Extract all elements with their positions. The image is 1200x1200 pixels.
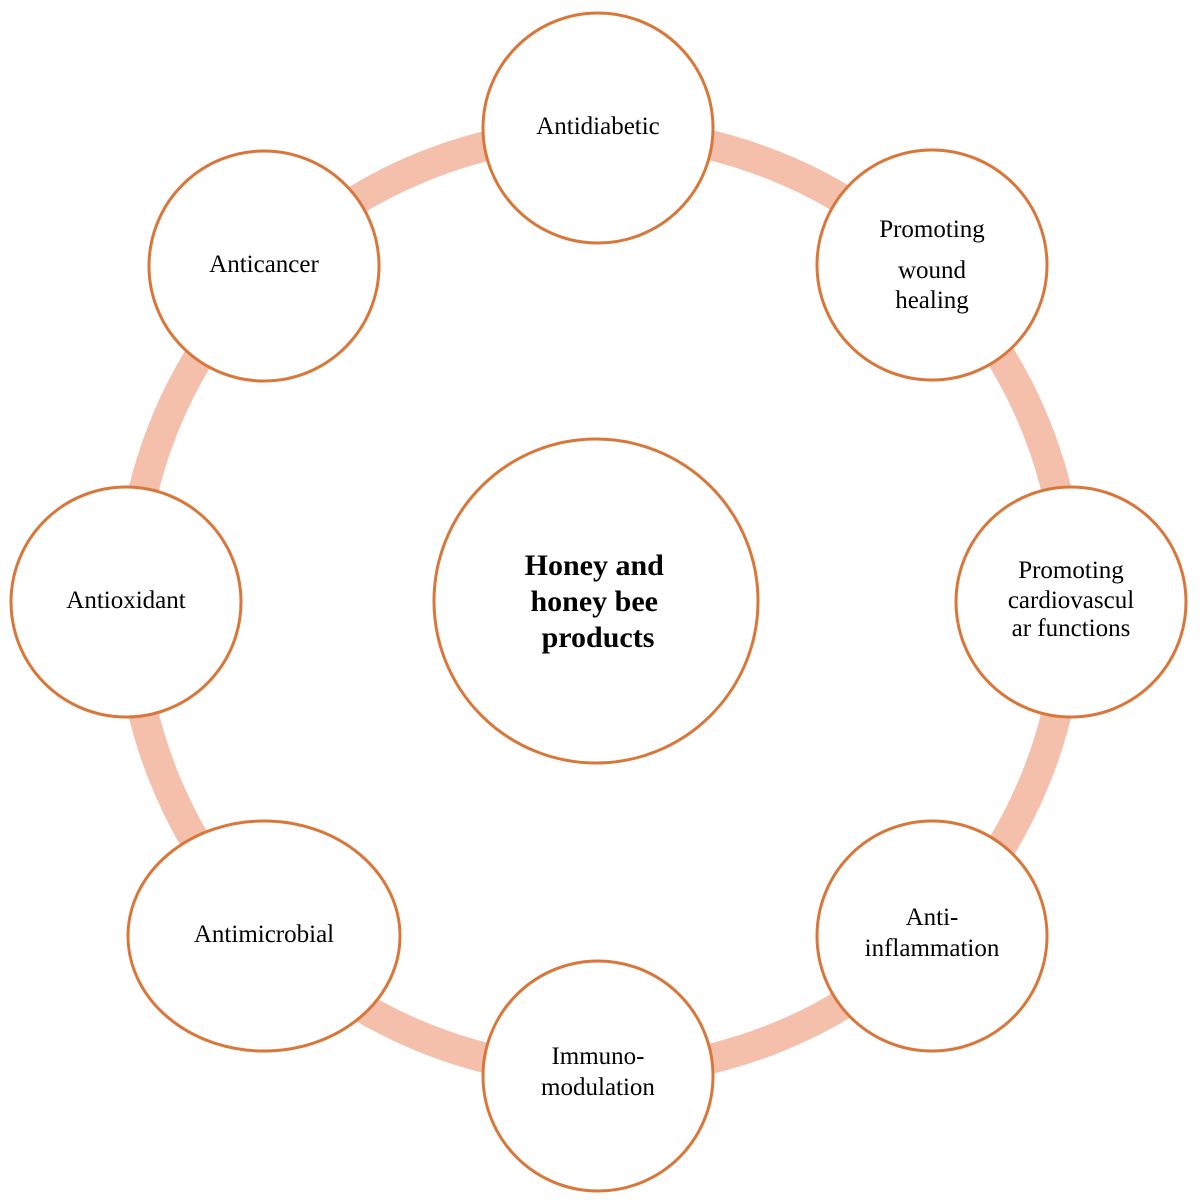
center-circle [432,437,760,765]
node-circle-anticancer [147,149,381,383]
center-node: Honey and honey bee products [432,437,760,765]
node-label-line: ar functions [1012,615,1131,642]
node-label-anti-inflammation: Anti-inflammation [865,904,1000,962]
node-label-line: Antidiabetic [536,113,660,140]
center-label-line-1: Honey and [525,549,665,582]
node-label-immunomodulation: Immuno-modulation [541,1043,655,1101]
node-circle-antidiabetic [481,11,715,245]
node-label-antimicrobial: Antimicrobial [194,921,334,948]
center-label: Honey and honey bee products [525,549,672,654]
node-circle-immunomodulation [481,959,715,1193]
node-immunomodulation: Immuno-modulation [481,959,715,1193]
node-label-line: Antimicrobial [194,921,334,948]
node-anticancer: Anticancer [147,149,381,383]
center-label-line-2: honey bee [531,585,659,618]
node-label-line: cardiovascul [1008,587,1134,614]
node-label-line: Immuno- [551,1043,644,1070]
node-antimicrobial: Antimicrobial [126,819,402,1053]
node-label-line: Anticancer [209,251,319,278]
node-label-line: inflammation [865,935,1000,962]
node-label-line: Promoting [1018,557,1124,584]
node-circle-anti-inflammation [815,819,1049,1053]
node-circle-promoting-cardiovascular-functions [954,485,1188,719]
node-label-line: Antioxidant [66,587,185,614]
node-circle-promoting-wound-healing [815,148,1049,382]
node-label-line: Anti- [906,904,959,931]
node-label-line: modulation [541,1074,655,1101]
node-antidiabetic: Antidiabetic [481,11,715,245]
node-label-line: healing [895,287,969,314]
node-label-promoting-wound-healing: Promoting wound healing [879,216,985,314]
node-label-antioxidant: Antioxidant [66,587,185,614]
node-label-antidiabetic: Antidiabetic [536,113,660,140]
node-anti-inflammation: Anti-inflammation [815,819,1049,1053]
node-antioxidant: Antioxidant [9,485,243,719]
center-label-line-3: products [542,621,655,654]
node-promoting-wound-healing: Promoting wound healing [815,148,1049,382]
node-circle-antioxidant [9,485,243,719]
node-circle-antimicrobial [126,819,402,1053]
node-label-line: Promoting [879,216,985,243]
node-label-anticancer: Anticancer [209,251,319,278]
node-label-line: wound [898,257,967,284]
